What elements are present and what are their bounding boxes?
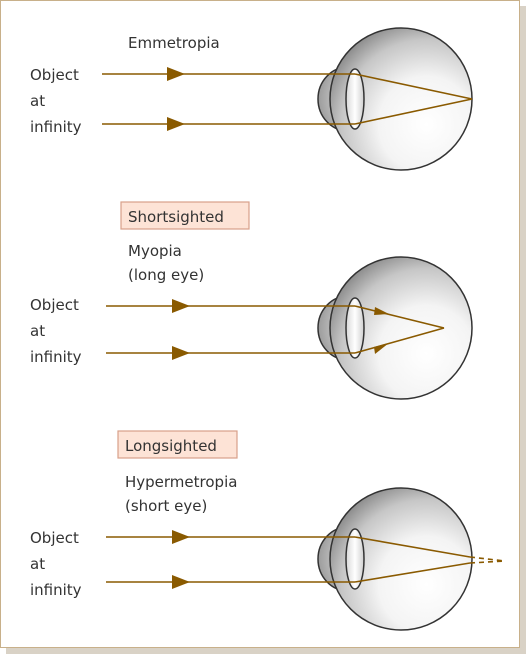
object-label-line-2: at bbox=[30, 555, 45, 573]
arrowhead bbox=[167, 117, 185, 131]
panel-subtitle: (long eye) bbox=[128, 266, 204, 284]
eyeball bbox=[317, 256, 473, 400]
upper-ray-refracted bbox=[354, 73, 473, 100]
panel-subtitle: (short eye) bbox=[125, 497, 207, 515]
badge-box bbox=[120, 201, 250, 230]
arrowhead bbox=[167, 67, 185, 81]
badge-label: Longsighted bbox=[125, 437, 217, 455]
arrowhead bbox=[172, 530, 190, 544]
lower-ray-virtual-focus bbox=[469, 560, 506, 564]
arrowhead bbox=[172, 299, 190, 313]
light-rays bbox=[106, 305, 445, 354]
object-label-line-3: infinity bbox=[30, 581, 82, 599]
badge-label: Shortsighted bbox=[128, 208, 224, 226]
arrowhead bbox=[374, 307, 389, 315]
light-rays bbox=[106, 536, 506, 583]
globe bbox=[329, 256, 473, 400]
lens bbox=[345, 528, 365, 590]
lens bbox=[345, 68, 365, 130]
panel-title: Emmetropia bbox=[128, 34, 220, 52]
panel-hypermetropia: Longsighted Hypermetropia (short eye) Ob… bbox=[30, 430, 506, 631]
globe bbox=[329, 487, 473, 631]
object-label-line-2: at bbox=[30, 92, 45, 110]
upper-ray-virtual-focus bbox=[469, 556, 506, 562]
panel-title: Hypermetropia bbox=[125, 473, 237, 491]
lower-ray-refracted bbox=[354, 327, 445, 354]
object-label-line-1: Object bbox=[30, 66, 79, 84]
arrowhead bbox=[374, 343, 389, 354]
object-label-line-1: Object bbox=[30, 529, 79, 547]
arrowhead bbox=[172, 575, 190, 589]
upper-ray-refracted bbox=[354, 536, 471, 558]
eyeball bbox=[317, 487, 473, 631]
arrowhead bbox=[172, 346, 190, 360]
upper-ray-refracted bbox=[354, 305, 445, 329]
eyeball bbox=[317, 27, 473, 171]
object-label-line-3: infinity bbox=[30, 348, 82, 366]
lens bbox=[345, 297, 365, 359]
panel-title: Myopia bbox=[128, 242, 182, 260]
light-rays bbox=[102, 73, 473, 125]
object-label-line-1: Object bbox=[30, 296, 79, 314]
panel-emmetropia: Emmetropia Object at infinity bbox=[30, 27, 473, 171]
panel-myopia: Shortsighted Myopia (long eye) Object at… bbox=[30, 201, 473, 400]
lower-ray-refracted bbox=[354, 98, 473, 125]
badge-box bbox=[117, 430, 238, 459]
lower-ray-refracted bbox=[354, 562, 471, 583]
object-label-line-3: infinity bbox=[30, 118, 82, 136]
object-label-line-2: at bbox=[30, 322, 45, 340]
